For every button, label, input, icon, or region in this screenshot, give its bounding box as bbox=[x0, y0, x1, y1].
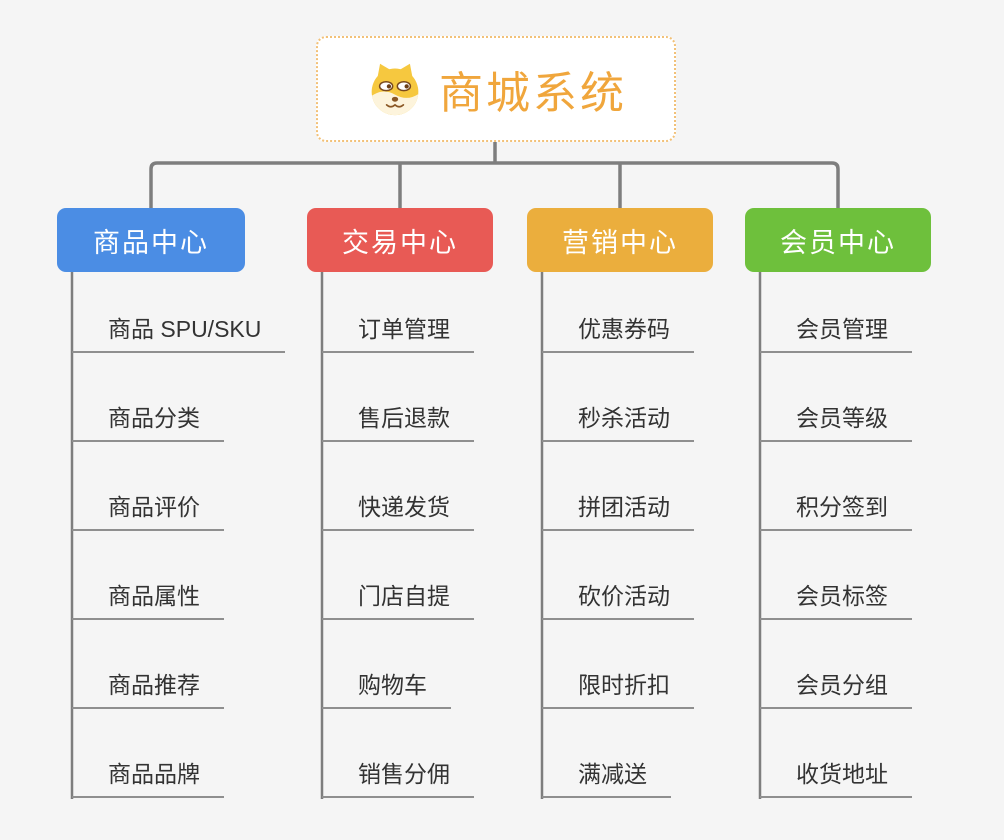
child-node[interactable]: 砍价活动 bbox=[542, 531, 694, 620]
branch-node-member-center[interactable]: 会员中心 bbox=[745, 208, 931, 272]
branch-node-trade-center[interactable]: 交易中心 bbox=[307, 208, 493, 272]
child-node[interactable]: 售后退款 bbox=[322, 353, 474, 442]
branch-label: 营销中心 bbox=[562, 227, 678, 258]
child-node[interactable]: 商品推荐 bbox=[72, 620, 224, 709]
child-node[interactable]: 门店自提 bbox=[322, 531, 474, 620]
branch-node-product-center[interactable]: 商品中心 bbox=[57, 208, 245, 272]
child-node[interactable]: 快递发货 bbox=[322, 442, 474, 531]
child-node[interactable]: 会员标签 bbox=[760, 531, 912, 620]
branch-label: 交易中心 bbox=[342, 227, 458, 258]
child-node[interactable]: 积分签到 bbox=[760, 442, 912, 531]
child-node[interactable]: 会员分组 bbox=[760, 620, 912, 709]
column-product-center: 商品 SPU/SKU 商品分类 商品评价 商品属性 商品推荐 商品品牌 bbox=[72, 264, 286, 798]
child-node[interactable]: 秒杀活动 bbox=[542, 353, 694, 442]
column-trade-center: 订单管理 售后退款 快递发货 门店自提 购物车 销售分佣 bbox=[322, 264, 474, 798]
child-node[interactable]: 限时折扣 bbox=[542, 620, 694, 709]
column-marketing-center: 优惠券码 秒杀活动 拼团活动 砍价活动 限时折扣 满减送 bbox=[542, 264, 694, 798]
child-node[interactable]: 订单管理 bbox=[322, 264, 474, 353]
child-node[interactable]: 拼团活动 bbox=[542, 442, 694, 531]
branch-label: 商品中心 bbox=[93, 227, 209, 258]
branch-node-marketing-center[interactable]: 营销中心 bbox=[527, 208, 713, 272]
child-node[interactable]: 满减送 bbox=[542, 709, 671, 798]
child-node[interactable]: 购物车 bbox=[322, 620, 451, 709]
child-node[interactable]: 会员等级 bbox=[760, 353, 912, 442]
child-node[interactable]: 会员管理 bbox=[760, 264, 912, 353]
child-node[interactable]: 商品 SPU/SKU bbox=[72, 264, 286, 353]
child-node[interactable]: 优惠券码 bbox=[542, 264, 694, 353]
child-node[interactable]: 商品品牌 bbox=[72, 709, 224, 798]
child-node[interactable]: 商品属性 bbox=[72, 531, 224, 620]
child-node[interactable]: 商品评价 bbox=[72, 442, 224, 531]
column-member-center: 会员管理 会员等级 积分签到 会员标签 会员分组 收货地址 bbox=[760, 264, 912, 798]
child-node[interactable]: 销售分佣 bbox=[322, 709, 474, 798]
root-node-mall-system[interactable]: 商城系统 bbox=[316, 36, 676, 142]
branch-label: 会员中心 bbox=[780, 227, 896, 258]
child-node[interactable]: 商品分类 bbox=[72, 353, 224, 442]
dog-face-icon bbox=[365, 61, 425, 117]
child-node[interactable]: 收货地址 bbox=[760, 709, 912, 798]
root-node-label: 商城系统 bbox=[439, 69, 627, 118]
